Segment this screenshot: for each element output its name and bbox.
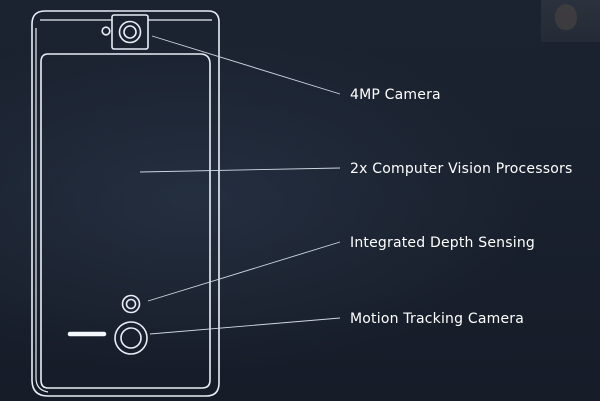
phone-back-panel [40, 53, 211, 389]
presenter-video-thumbnail [541, 0, 600, 42]
leader-line-depth [147, 241, 341, 302]
leader-line-motion [149, 317, 341, 335]
camera-4mp-lens-outer [118, 20, 142, 44]
camera-4mp-lens-inner [123, 25, 137, 39]
leader-line-processors [139, 167, 341, 173]
depth-sensor-outer [121, 294, 141, 314]
motion-camera-lens-outer [114, 321, 148, 355]
leader-line-camera [151, 35, 341, 95]
phone-outer-shell [31, 10, 220, 397]
camera-housing [111, 14, 149, 50]
label-vision-processors: 2x Computer Vision Processors [350, 161, 572, 177]
label-depth-sensing: Integrated Depth Sensing [350, 235, 535, 251]
label-motion-tracking: Motion Tracking Camera [350, 311, 524, 327]
label-4mp-camera: 4MP Camera [350, 87, 441, 103]
presenter-face [555, 4, 577, 30]
phone-side-edge [35, 28, 49, 393]
depth-sensor-inner [125, 298, 137, 310]
flash-icon [101, 26, 111, 36]
motion-camera-lens-inner [120, 327, 142, 349]
